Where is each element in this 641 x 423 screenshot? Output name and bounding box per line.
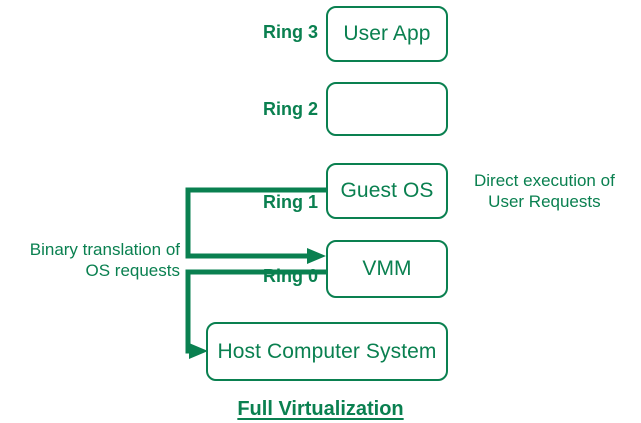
annotation-direct-execution: Direct execution of User Requests — [474, 170, 615, 212]
connector-vmm-to-host — [185, 269, 326, 359]
node-host-computer-system-label: Host Computer System — [217, 339, 437, 363]
node-guest-os-label: Guest OS — [340, 179, 434, 202]
diagram-title: Full Virtualization — [237, 398, 404, 420]
annotation-direct-execution-line2: User Requests — [488, 192, 601, 211]
node-host-computer-system[interactable]: Host Computer System — [206, 322, 448, 381]
connector-guest-os-to-vmm — [185, 187, 326, 264]
annotation-binary-translation-line2: OS requests — [85, 261, 181, 280]
node-user-app-label: User App — [343, 22, 431, 45]
annotation-binary-translation-line1: Binary translation of — [29, 240, 180, 259]
annotation-binary-translation: Binary translation of OS requests — [30, 239, 180, 281]
node-guest-os[interactable]: Guest OS — [326, 163, 448, 219]
node-vmm-label: VMM — [362, 257, 412, 280]
node-vmm[interactable]: VMM — [326, 240, 448, 298]
node-user-app[interactable]: User App — [326, 6, 448, 62]
ring-label-ring-3: Ring 3 — [262, 22, 318, 42]
node-ring-2-empty[interactable] — [326, 82, 448, 136]
arrowhead-to-vmm — [307, 248, 326, 264]
ring-label-ring-1: Ring 1 — [262, 192, 318, 212]
annotation-direct-execution-line1: Direct execution of — [474, 171, 615, 190]
ring-label-ring-0: Ring 0 — [262, 266, 318, 286]
ring-label-ring-2: Ring 2 — [262, 99, 318, 119]
arrowhead-to-host — [189, 343, 208, 359]
